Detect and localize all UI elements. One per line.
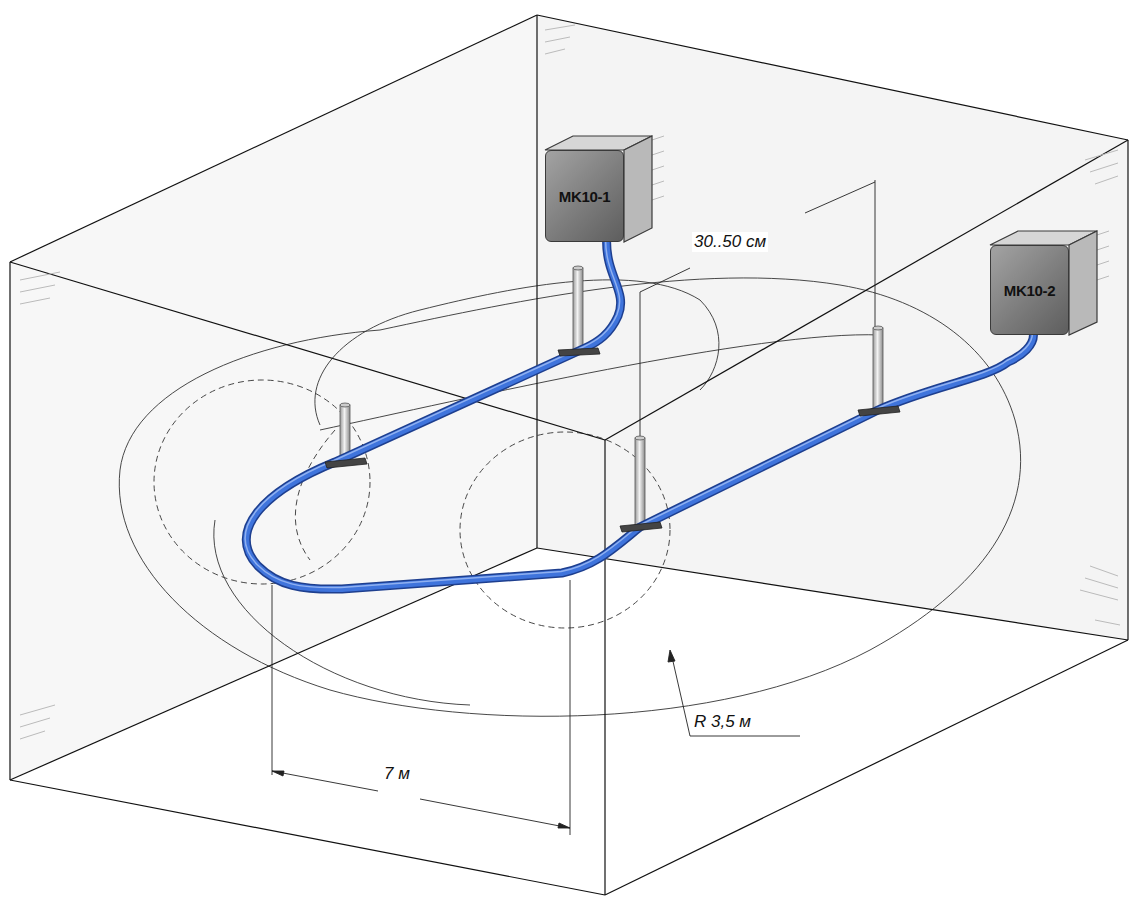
dimension-line (272, 180, 875, 835)
dimension-label: 7 м (382, 764, 412, 784)
cable (245, 241, 1033, 590)
dimension-label: R 3,5 м (692, 712, 753, 732)
device-label: MK10-2 (1004, 282, 1056, 299)
cable-clamp (325, 348, 900, 532)
room-wall (537, 15, 1128, 640)
device-label: MK10-1 (559, 188, 611, 205)
device-box: MK10-2 (990, 245, 1069, 335)
room-edge (10, 15, 1128, 895)
screw (549, 154, 1064, 331)
dimension-label: 30..50 см (692, 232, 768, 252)
device-housing (545, 136, 1097, 335)
room-wall (10, 15, 537, 780)
device-box: MK10-1 (545, 150, 624, 242)
antenna-post (340, 266, 883, 526)
